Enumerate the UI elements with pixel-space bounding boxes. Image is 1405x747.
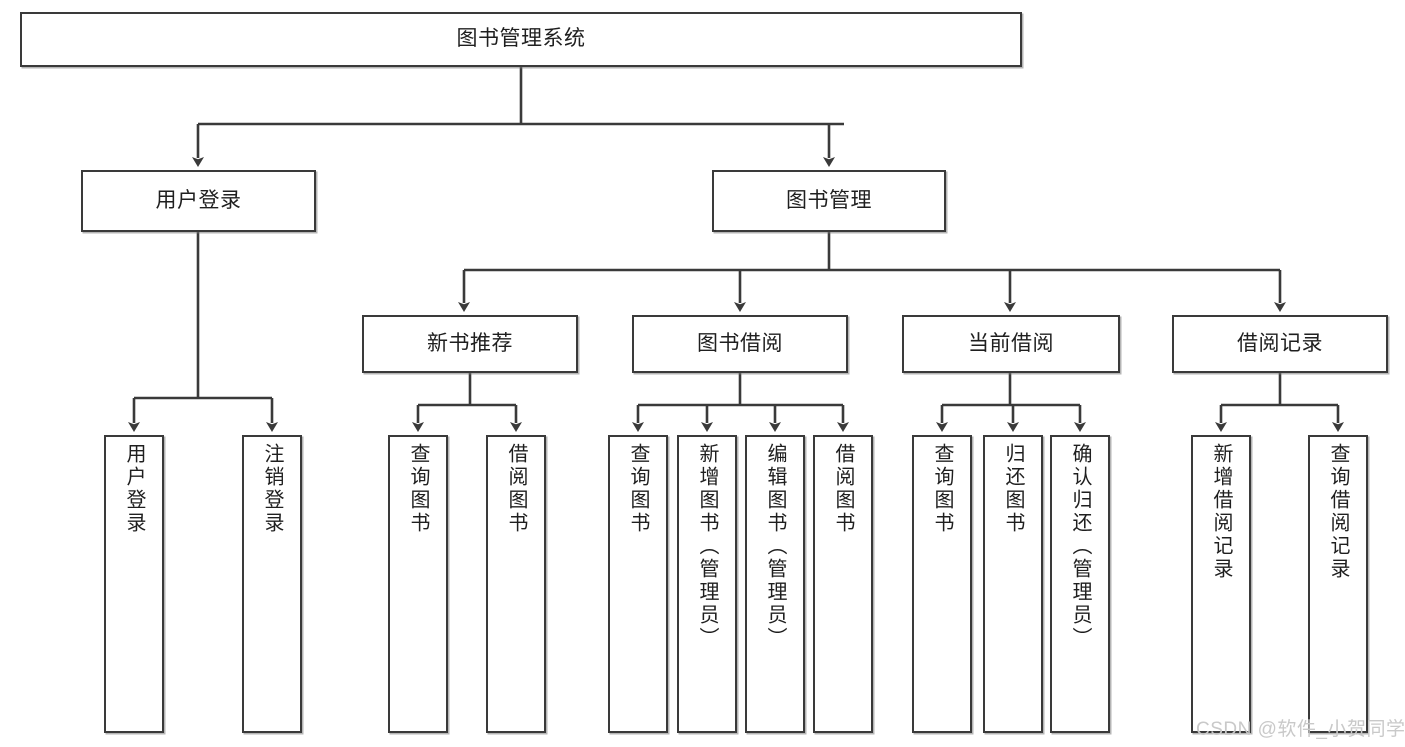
leaf-query-book-current-label: 查询图书 [931, 443, 953, 535]
leaf-borrow-book-recommend[interactable]: 借阅图书 [486, 435, 546, 733]
leaf-user-login[interactable]: 用户登录 [104, 435, 164, 733]
leaf-query-book-borrow-label: 查询图书 [627, 443, 649, 535]
node-borrow-record-label: 借阅记录 [1237, 331, 1323, 355]
node-root[interactable]: 图书管理系统 [20, 12, 1022, 67]
leaf-return-book-label: 归还图书 [1002, 443, 1024, 535]
leaf-confirm-return-admin[interactable]: 确认归还（管理员） [1050, 435, 1110, 733]
leaf-user-logout[interactable]: 注销登录 [242, 435, 302, 733]
leaf-user-logout-label: 注销登录 [261, 443, 283, 535]
leaf-query-book-recommend-label: 查询图书 [407, 443, 429, 535]
leaf-add-borrow-record[interactable]: 新增借阅记录 [1191, 435, 1251, 733]
node-current-borrow-label: 当前借阅 [968, 331, 1054, 355]
node-borrow-record[interactable]: 借阅记录 [1172, 315, 1388, 373]
leaf-borrow-book-label: 借阅图书 [832, 443, 854, 535]
node-current-borrow[interactable]: 当前借阅 [902, 315, 1120, 373]
leaf-add-book-admin-label: 新增图书（管理员） [696, 443, 718, 650]
node-user-login-label: 用户登录 [155, 188, 242, 212]
leaf-query-book-current[interactable]: 查询图书 [912, 435, 972, 733]
leaf-borrow-book-recommend-label: 借阅图书 [505, 443, 527, 535]
leaf-borrow-book[interactable]: 借阅图书 [813, 435, 873, 733]
node-user-login[interactable]: 用户登录 [81, 170, 316, 232]
leaf-return-book[interactable]: 归还图书 [983, 435, 1043, 733]
csdn-watermark: CSDN @软件_小贺同学 [1196, 719, 1405, 740]
node-new-book-recommend[interactable]: 新书推荐 [362, 315, 578, 373]
leaf-query-borrow-record[interactable]: 查询借阅记录 [1308, 435, 1368, 733]
node-book-borrow-label: 图书借阅 [697, 331, 783, 355]
node-root-label: 图书管理系统 [456, 27, 586, 51]
leaf-add-borrow-record-label: 新增借阅记录 [1210, 443, 1232, 581]
leaf-query-book-borrow[interactable]: 查询图书 [608, 435, 668, 733]
node-book-management[interactable]: 图书管理 [712, 170, 946, 232]
leaf-query-borrow-record-label: 查询借阅记录 [1327, 443, 1349, 581]
leaf-query-book-recommend[interactable]: 查询图书 [388, 435, 448, 733]
leaf-edit-book-admin[interactable]: 编辑图书（管理员） [745, 435, 805, 733]
leaf-edit-book-admin-label: 编辑图书（管理员） [764, 443, 786, 650]
node-book-management-label: 图书管理 [786, 188, 872, 212]
leaf-user-login-label: 用户登录 [123, 443, 145, 535]
node-book-borrow[interactable]: 图书借阅 [632, 315, 848, 373]
leaf-confirm-return-admin-label: 确认归还（管理员） [1069, 443, 1091, 650]
node-new-book-recommend-label: 新书推荐 [427, 331, 513, 355]
leaf-add-book-admin[interactable]: 新增图书（管理员） [677, 435, 737, 733]
